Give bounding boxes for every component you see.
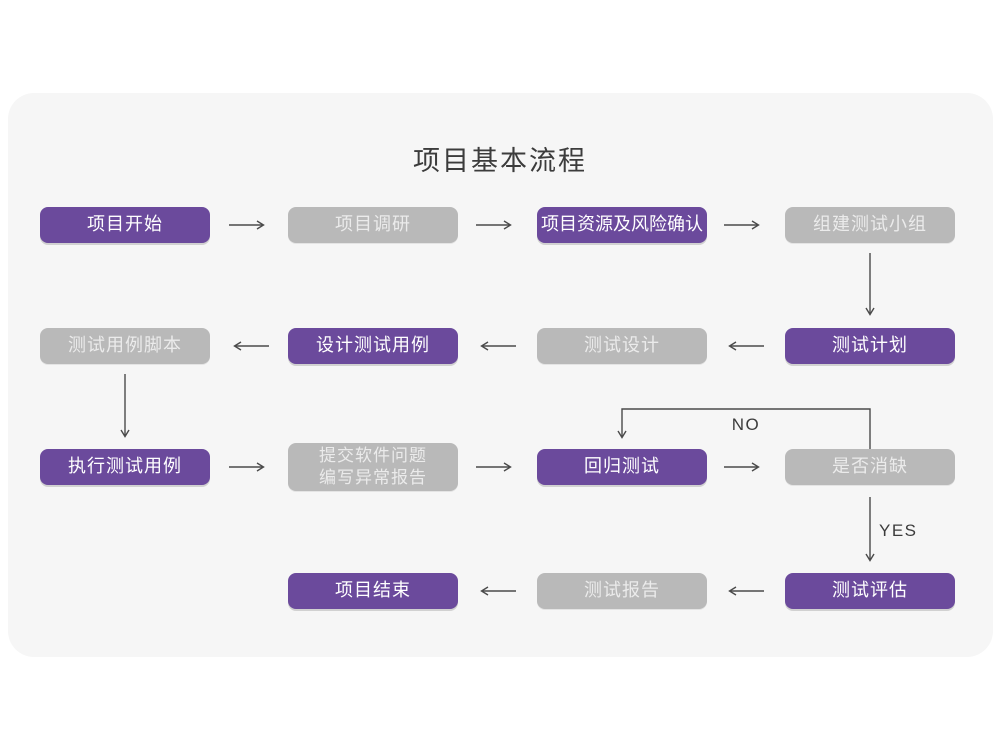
node-resource-risk-confirm: 项目资源及风险确认	[537, 207, 707, 243]
node-design-test-cases: 设计测试用例	[288, 328, 458, 364]
node-defect-cleared: 是否消缺	[785, 449, 955, 485]
node-project-start: 项目开始	[40, 207, 210, 243]
node-test-plan: 测试计划	[785, 328, 955, 364]
flowchart-panel	[8, 93, 993, 657]
node-form-test-team: 组建测试小组	[785, 207, 955, 243]
node-project-research: 项目调研	[288, 207, 458, 243]
node-test-case-script: 测试用例脚本	[40, 328, 210, 364]
node-regression-test: 回归测试	[537, 449, 707, 485]
node-submit-issue-report: 提交软件问题 编写异常报告	[288, 443, 458, 491]
page-title: 项目基本流程	[413, 146, 587, 176]
node-test-report: 测试报告	[537, 573, 707, 609]
edge-label-yes: YES	[879, 521, 918, 540]
node-test-evaluation: 测试评估	[785, 573, 955, 609]
edge-label-no: NO	[731, 415, 761, 434]
node-test-design: 测试设计	[537, 328, 707, 364]
node-execute-test-cases: 执行测试用例	[40, 449, 210, 485]
node-project-end: 项目结束	[288, 573, 458, 609]
